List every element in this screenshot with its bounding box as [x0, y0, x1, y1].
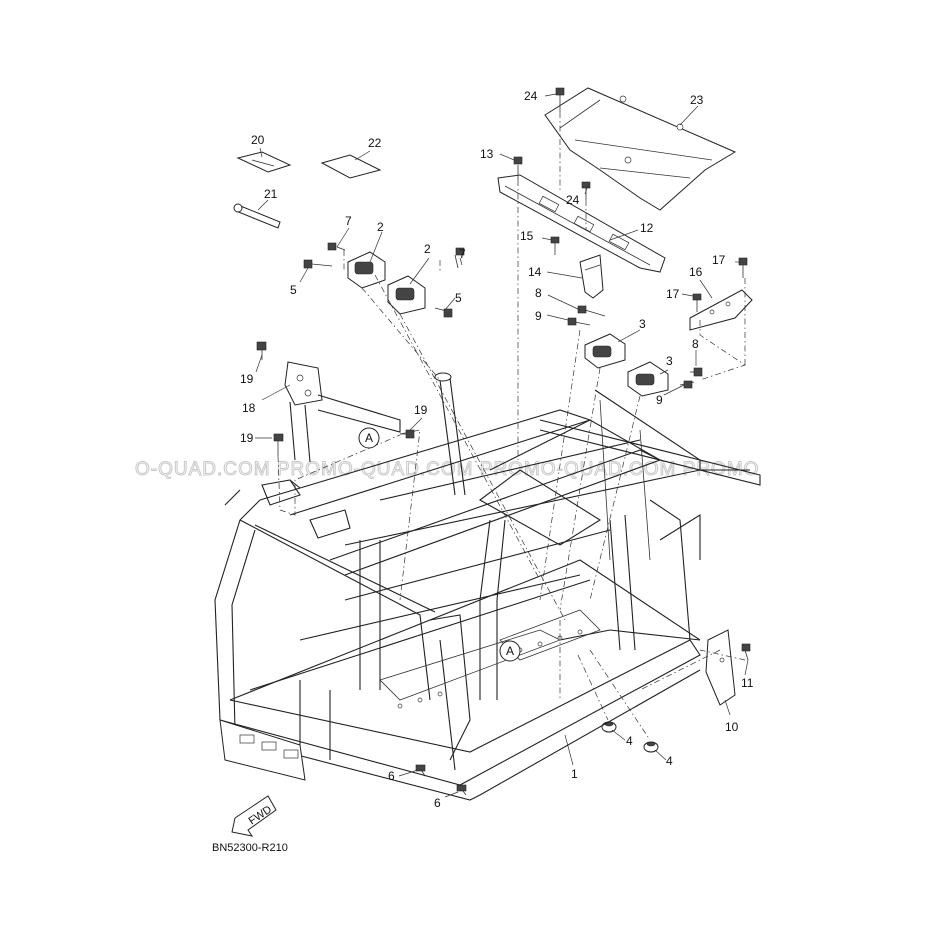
- section-mark-lower: A: [499, 640, 521, 662]
- callout-2: 2: [377, 220, 384, 234]
- loose-parts: [233, 151, 382, 229]
- watermark: O-QUAD.COM PROMO-QUAD.COM PROMO-QUAD.COM…: [135, 459, 759, 480]
- bracket-14: [579, 254, 604, 299]
- callout-20: 20: [251, 133, 265, 147]
- callout-23: 23: [690, 93, 704, 107]
- callout-24: 24: [566, 193, 580, 207]
- skid-plate: [544, 87, 737, 211]
- engine-mount-2-right: [387, 275, 426, 315]
- engine-mount-3-upper: [584, 333, 626, 369]
- main-frame: [214, 372, 761, 801]
- callout-6: 6: [434, 796, 441, 810]
- callout-4: 4: [626, 734, 633, 748]
- callout-leaders: [255, 93, 749, 798]
- svg-text:A: A: [365, 431, 373, 445]
- callout-9: 9: [535, 309, 542, 323]
- callout-24: 24: [524, 89, 538, 103]
- callout-8: 8: [535, 286, 542, 300]
- fwd-arrow-icon: FWD: [231, 795, 277, 837]
- callout-5: 5: [455, 291, 462, 305]
- cross-member: [497, 174, 666, 273]
- callout-1: 1: [571, 767, 578, 781]
- callout-7: 7: [459, 247, 466, 261]
- callout-15: 15: [520, 229, 534, 243]
- callout-11: 11: [741, 676, 754, 690]
- bracket-16: [689, 289, 753, 331]
- grommets: [601, 721, 659, 753]
- callout-7: 7: [345, 214, 352, 228]
- callout-numbers: 24 23 13 24 12 15 14 17 16 17 8 9 3 3 8 …: [240, 89, 754, 810]
- callout-9: 9: [656, 393, 663, 407]
- callout-12: 12: [640, 221, 654, 235]
- bolts: [256, 87, 751, 796]
- svg-text:A: A: [506, 644, 514, 658]
- callout-6: 6: [388, 769, 395, 783]
- callout-17: 17: [712, 253, 726, 267]
- callout-8: 8: [692, 337, 699, 351]
- callout-2: 2: [424, 242, 431, 256]
- callout-19: 19: [240, 372, 254, 386]
- callout-16: 16: [689, 265, 703, 279]
- engine-mount-2-left: [347, 251, 386, 289]
- reference-code: BN52300-R210: [212, 842, 288, 854]
- callout-5: 5: [290, 283, 297, 297]
- callout-17: 17: [666, 287, 680, 301]
- callout-21: 21: [264, 187, 278, 201]
- callout-19: 19: [414, 403, 428, 417]
- side-bracket-10: [705, 629, 736, 706]
- callout-4: 4: [666, 754, 673, 768]
- callout-14: 14: [528, 265, 542, 279]
- support-18: [284, 361, 401, 463]
- callout-13: 13: [480, 147, 494, 161]
- engine-mount-3-lower: [627, 361, 669, 397]
- callout-19: 19: [240, 431, 254, 445]
- section-mark-upper: A: [358, 427, 380, 449]
- callout-10: 10: [725, 720, 739, 734]
- callout-18: 18: [242, 401, 256, 415]
- callout-3: 3: [666, 354, 673, 368]
- assembly-lines: [277, 112, 746, 741]
- callout-22: 22: [368, 136, 382, 150]
- callout-3: 3: [639, 317, 646, 331]
